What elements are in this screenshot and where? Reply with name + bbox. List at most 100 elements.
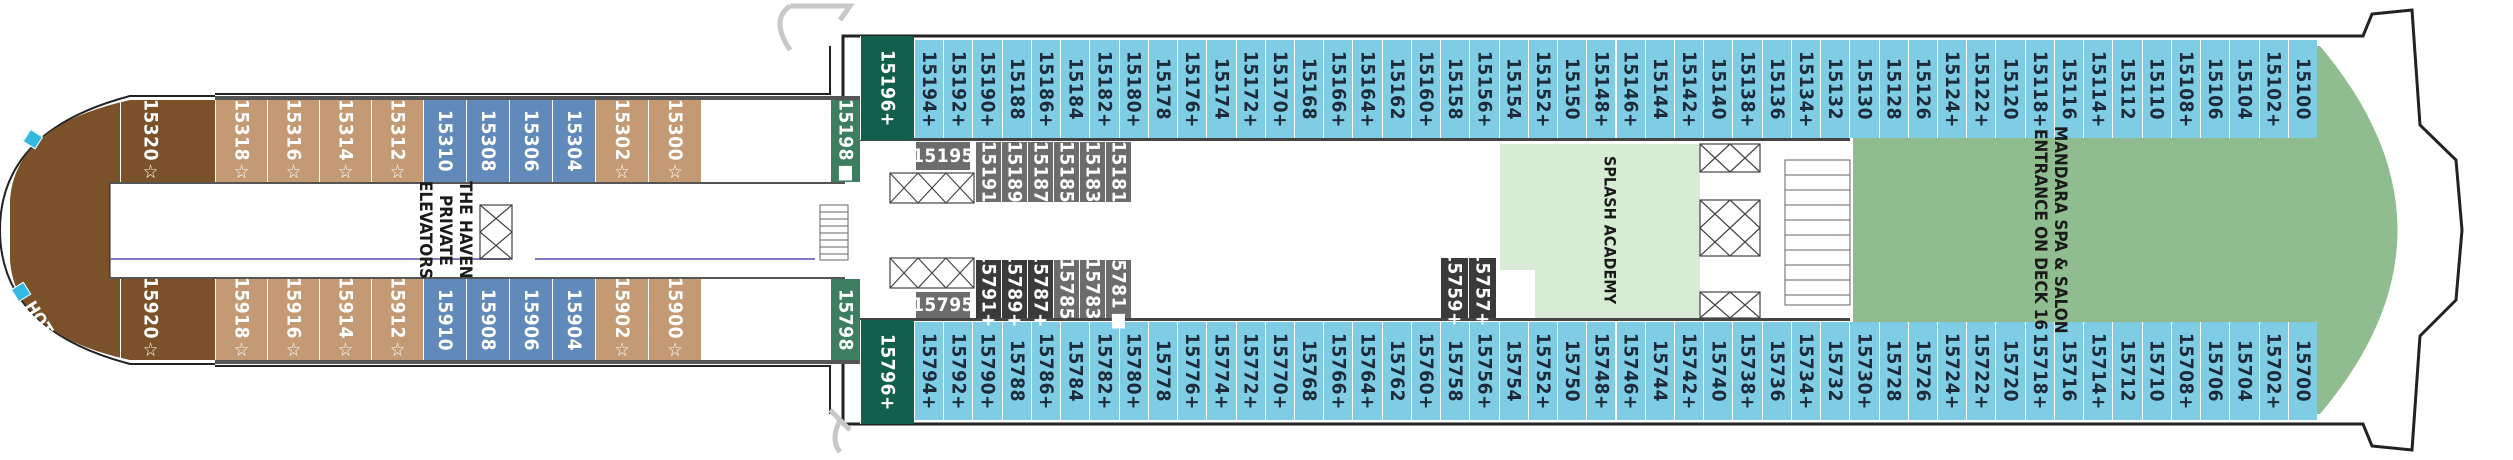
balcony-cabin[interactable]: 15766+	[1323, 322, 1353, 420]
suite-cabin[interactable]: 15306	[509, 100, 552, 182]
suite-cabin[interactable]: 15310	[423, 100, 466, 182]
balcony-cabin[interactable]: 15134+	[1790, 40, 1821, 138]
suite-cabin[interactable]: 15308	[466, 100, 509, 182]
suite-cabin[interactable]: 15300☆	[648, 99, 701, 183]
balcony-cabin[interactable]: 15700	[2287, 322, 2317, 420]
haven-suite[interactable]: 15920☆	[120, 277, 180, 362]
balcony-cabin[interactable]: 15110	[2141, 40, 2171, 138]
balcony-cabin[interactable]: 15718+	[2024, 322, 2054, 420]
inside-cabin[interactable]: 15791+	[975, 251, 1001, 327]
balcony-cabin[interactable]: 15166+	[1323, 40, 1353, 138]
balcony-cabin[interactable]: 15132	[1820, 40, 1850, 138]
balcony-cabin[interactable]: 15106	[2200, 40, 2230, 138]
balcony-cabin[interactable]: 15790+	[972, 322, 1002, 420]
balcony-cabin[interactable]: 15128	[1878, 40, 1908, 138]
balcony-cabin[interactable]: 15136	[1761, 40, 1791, 138]
balcony-cabin[interactable]: 15144	[1644, 40, 1674, 138]
suite-cabin[interactable]: 15908	[466, 279, 509, 360]
inside-cabin[interactable]: 15757+	[1468, 250, 1496, 326]
balcony-cabin[interactable]: 15792+	[943, 322, 973, 420]
balcony-cabin[interactable]: 15778	[1147, 322, 1178, 420]
balcony-cabin[interactable]: 15706	[2200, 322, 2230, 420]
balcony-cabin[interactable]: 15168	[1293, 40, 1324, 138]
balcony-cabin[interactable]: 15780+	[1118, 322, 1148, 420]
inside-cabin[interactable]: 15783	[1079, 258, 1105, 320]
balcony-cabin[interactable]: 15184	[1060, 40, 1090, 138]
balcony-cabin[interactable]: 15192+	[943, 40, 973, 138]
balcony-cabin[interactable]: 15186+	[1030, 40, 1061, 138]
balcony-cabin[interactable]: 15740	[1703, 322, 1733, 420]
balcony-cabin[interactable]: 15100	[2287, 40, 2317, 138]
balcony-cabin[interactable]: 15776+	[1177, 322, 1207, 420]
balcony-cabin[interactable]: 15178	[1147, 40, 1178, 138]
balcony-cabin[interactable]: 15148+	[1586, 40, 1616, 138]
balcony-cabin[interactable]: 15722+	[1966, 322, 1996, 420]
balcony-cabin[interactable]: 15730+	[1849, 322, 1879, 420]
inside-cabin[interactable]: 15787+	[1027, 251, 1053, 327]
suite-cabin[interactable]: 15904	[552, 279, 595, 360]
balcony-cabin[interactable]: 15162	[1381, 40, 1411, 138]
balcony-cabin[interactable]: 15762	[1381, 322, 1411, 420]
balcony-cabin[interactable]: 15772+	[1235, 322, 1265, 420]
balcony-cabin[interactable]: 15174	[1206, 40, 1236, 138]
balcony-cabin[interactable]: 15190+	[972, 40, 1002, 138]
balcony-cabin[interactable]: 15788	[1001, 322, 1031, 420]
balcony-cabin[interactable]: 15786+	[1030, 322, 1061, 420]
balcony-cabin[interactable]: 15704	[2229, 322, 2259, 420]
balcony-cabin[interactable]: 15180+	[1118, 40, 1148, 138]
balcony-cabin[interactable]: 15194+	[914, 40, 944, 138]
balcony-cabin[interactable]: 15756+	[1469, 322, 1499, 420]
suite-cabin[interactable]: 15906	[509, 279, 552, 360]
balcony-cabin[interactable]: 15726	[1907, 322, 1937, 420]
suite-cabin[interactable]: 15902☆	[595, 277, 648, 362]
balcony-cabin[interactable]: 15172+	[1235, 40, 1265, 138]
balcony-cabin[interactable]: 15142+	[1673, 40, 1704, 138]
balcony-cabin[interactable]: 15728	[1878, 322, 1908, 420]
balcony-cabin[interactable]: 15176+	[1177, 40, 1207, 138]
suite-cabin[interactable]: 15302☆	[595, 99, 648, 183]
balcony-cabin[interactable]: 15104	[2229, 40, 2259, 138]
balcony-cabin[interactable]: 15108+	[2170, 40, 2201, 138]
balcony-cabin[interactable]: 15774+	[1206, 322, 1236, 420]
balcony-cabin[interactable]: 15182+	[1089, 40, 1119, 138]
balcony-cabin[interactable]: 15724+	[1937, 322, 1967, 420]
balcony-cabin[interactable]: 15732	[1820, 322, 1850, 420]
inside-cabin[interactable]: 15181	[1105, 141, 1131, 203]
inside-cabin[interactable]: 15759+	[1440, 250, 1468, 326]
balcony-cabin[interactable]: 15746+	[1615, 322, 1645, 420]
inside-cabin[interactable]: 15191	[975, 141, 1001, 203]
balcony-cabin[interactable]: 15738+	[1732, 322, 1762, 420]
inside-cabin[interactable]: 15195	[912, 142, 973, 170]
balcony-cabin[interactable]: 15750	[1557, 322, 1587, 420]
inside-cabin[interactable]: 15189	[1001, 141, 1027, 203]
suite-cabin[interactable]: 15910	[423, 279, 466, 360]
balcony-cabin[interactable]: 15160+	[1410, 40, 1441, 138]
suite-cabin[interactable]: 15918☆	[215, 277, 267, 362]
suite-cabin[interactable]: 15318☆	[215, 99, 267, 183]
suite-cabin[interactable]: 15316☆	[267, 99, 319, 183]
suite-cabin[interactable]: 15304	[552, 100, 595, 182]
balcony-cabin[interactable]: 15158	[1440, 40, 1470, 138]
balcony-cabin[interactable]: 15742+	[1673, 322, 1704, 420]
balcony-cabin[interactable]: 15768	[1293, 322, 1324, 420]
balcony-cabin[interactable]: 15712	[2112, 322, 2142, 420]
balcony-cabin[interactable]: 15754	[1498, 322, 1528, 420]
balcony-cabin[interactable]: 15782+	[1089, 322, 1119, 420]
suite-cabin[interactable]: 15196+	[860, 36, 914, 140]
balcony-cabin[interactable]: 15710	[2141, 322, 2171, 420]
balcony-cabin[interactable]: 15124+	[1937, 40, 1967, 138]
suite-cabin[interactable]: 15796+	[860, 320, 914, 424]
suite-cabin[interactable]: 15312☆	[371, 99, 423, 183]
suite-cabin[interactable]: 15914☆	[319, 277, 371, 362]
balcony-cabin[interactable]: 15720	[1995, 322, 2025, 420]
balcony-cabin[interactable]: 15126	[1907, 40, 1937, 138]
balcony-cabin[interactable]: 15744	[1644, 322, 1674, 420]
balcony-cabin[interactable]: 15140	[1703, 40, 1733, 138]
balcony-cabin[interactable]: 15156+	[1469, 40, 1499, 138]
balcony-cabin[interactable]: 15120	[1995, 40, 2025, 138]
balcony-cabin[interactable]: 15146+	[1615, 40, 1645, 138]
balcony-cabin[interactable]: 15150	[1557, 40, 1587, 138]
inside-cabin[interactable]: 15183	[1079, 141, 1105, 203]
suite-cabin[interactable]: 15912☆	[371, 277, 423, 362]
balcony-cabin[interactable]: 15114+	[2083, 40, 2113, 138]
